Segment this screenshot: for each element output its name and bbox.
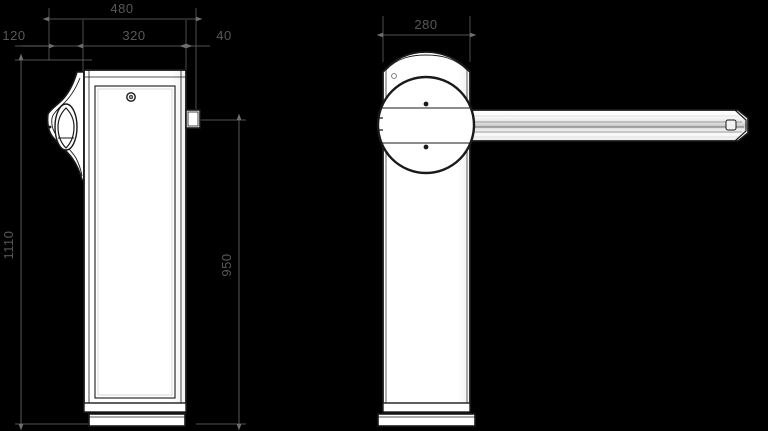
dimension-boom-axis-height-label: 950 bbox=[219, 253, 234, 276]
door-lock bbox=[126, 92, 136, 102]
mounting-bracket bbox=[46, 71, 85, 181]
dimension-boom-axis-height: 950 bbox=[219, 113, 242, 431]
boom-arm bbox=[423, 109, 749, 142]
dimension-cabinet-depth: 280 bbox=[376, 17, 477, 38]
cabinet-body bbox=[83, 69, 187, 411]
front-view: 280 bbox=[376, 16, 749, 427]
side-view-base-plinth bbox=[83, 402, 187, 427]
dimension-bracket-offset-label: 120 bbox=[2, 28, 25, 43]
side-view: 480 320 120 40 1110 bbox=[1, 1, 246, 431]
side-view-base-foot bbox=[88, 413, 186, 427]
boom-mount-block bbox=[185, 109, 201, 129]
dimension-cabinet-depth-label: 280 bbox=[414, 17, 437, 32]
status-indicator bbox=[391, 73, 397, 79]
cabinet-top-cap bbox=[385, 54, 468, 71]
boom-end-cap bbox=[725, 109, 747, 142]
dimension-cabinet-width: 320 bbox=[76, 28, 193, 49]
dimension-overall-width: 480 bbox=[42, 1, 203, 22]
bracket-fixing-point bbox=[48, 125, 52, 129]
rotation-housing bbox=[376, 75, 476, 175]
front-view-witness-lines bbox=[382, 16, 471, 62]
dimension-overall-height: 1110 bbox=[1, 53, 24, 431]
dimension-boom-mount-offset: 40 bbox=[179, 28, 231, 49]
dimension-overall-height-label: 1110 bbox=[1, 231, 16, 260]
dimension-bracket-offset: 120 bbox=[2, 28, 56, 49]
pivot-point-lower bbox=[423, 144, 429, 150]
front-view-base-plinth bbox=[377, 402, 476, 427]
front-view-base-foot bbox=[377, 413, 476, 427]
dimension-cabinet-width-label: 320 bbox=[122, 28, 145, 43]
dimension-boom-mount-offset-label: 40 bbox=[216, 28, 231, 43]
dimension-overall-width-label: 480 bbox=[110, 1, 133, 16]
cabinet-door bbox=[94, 85, 176, 399]
pivot-point-upper bbox=[423, 101, 429, 107]
